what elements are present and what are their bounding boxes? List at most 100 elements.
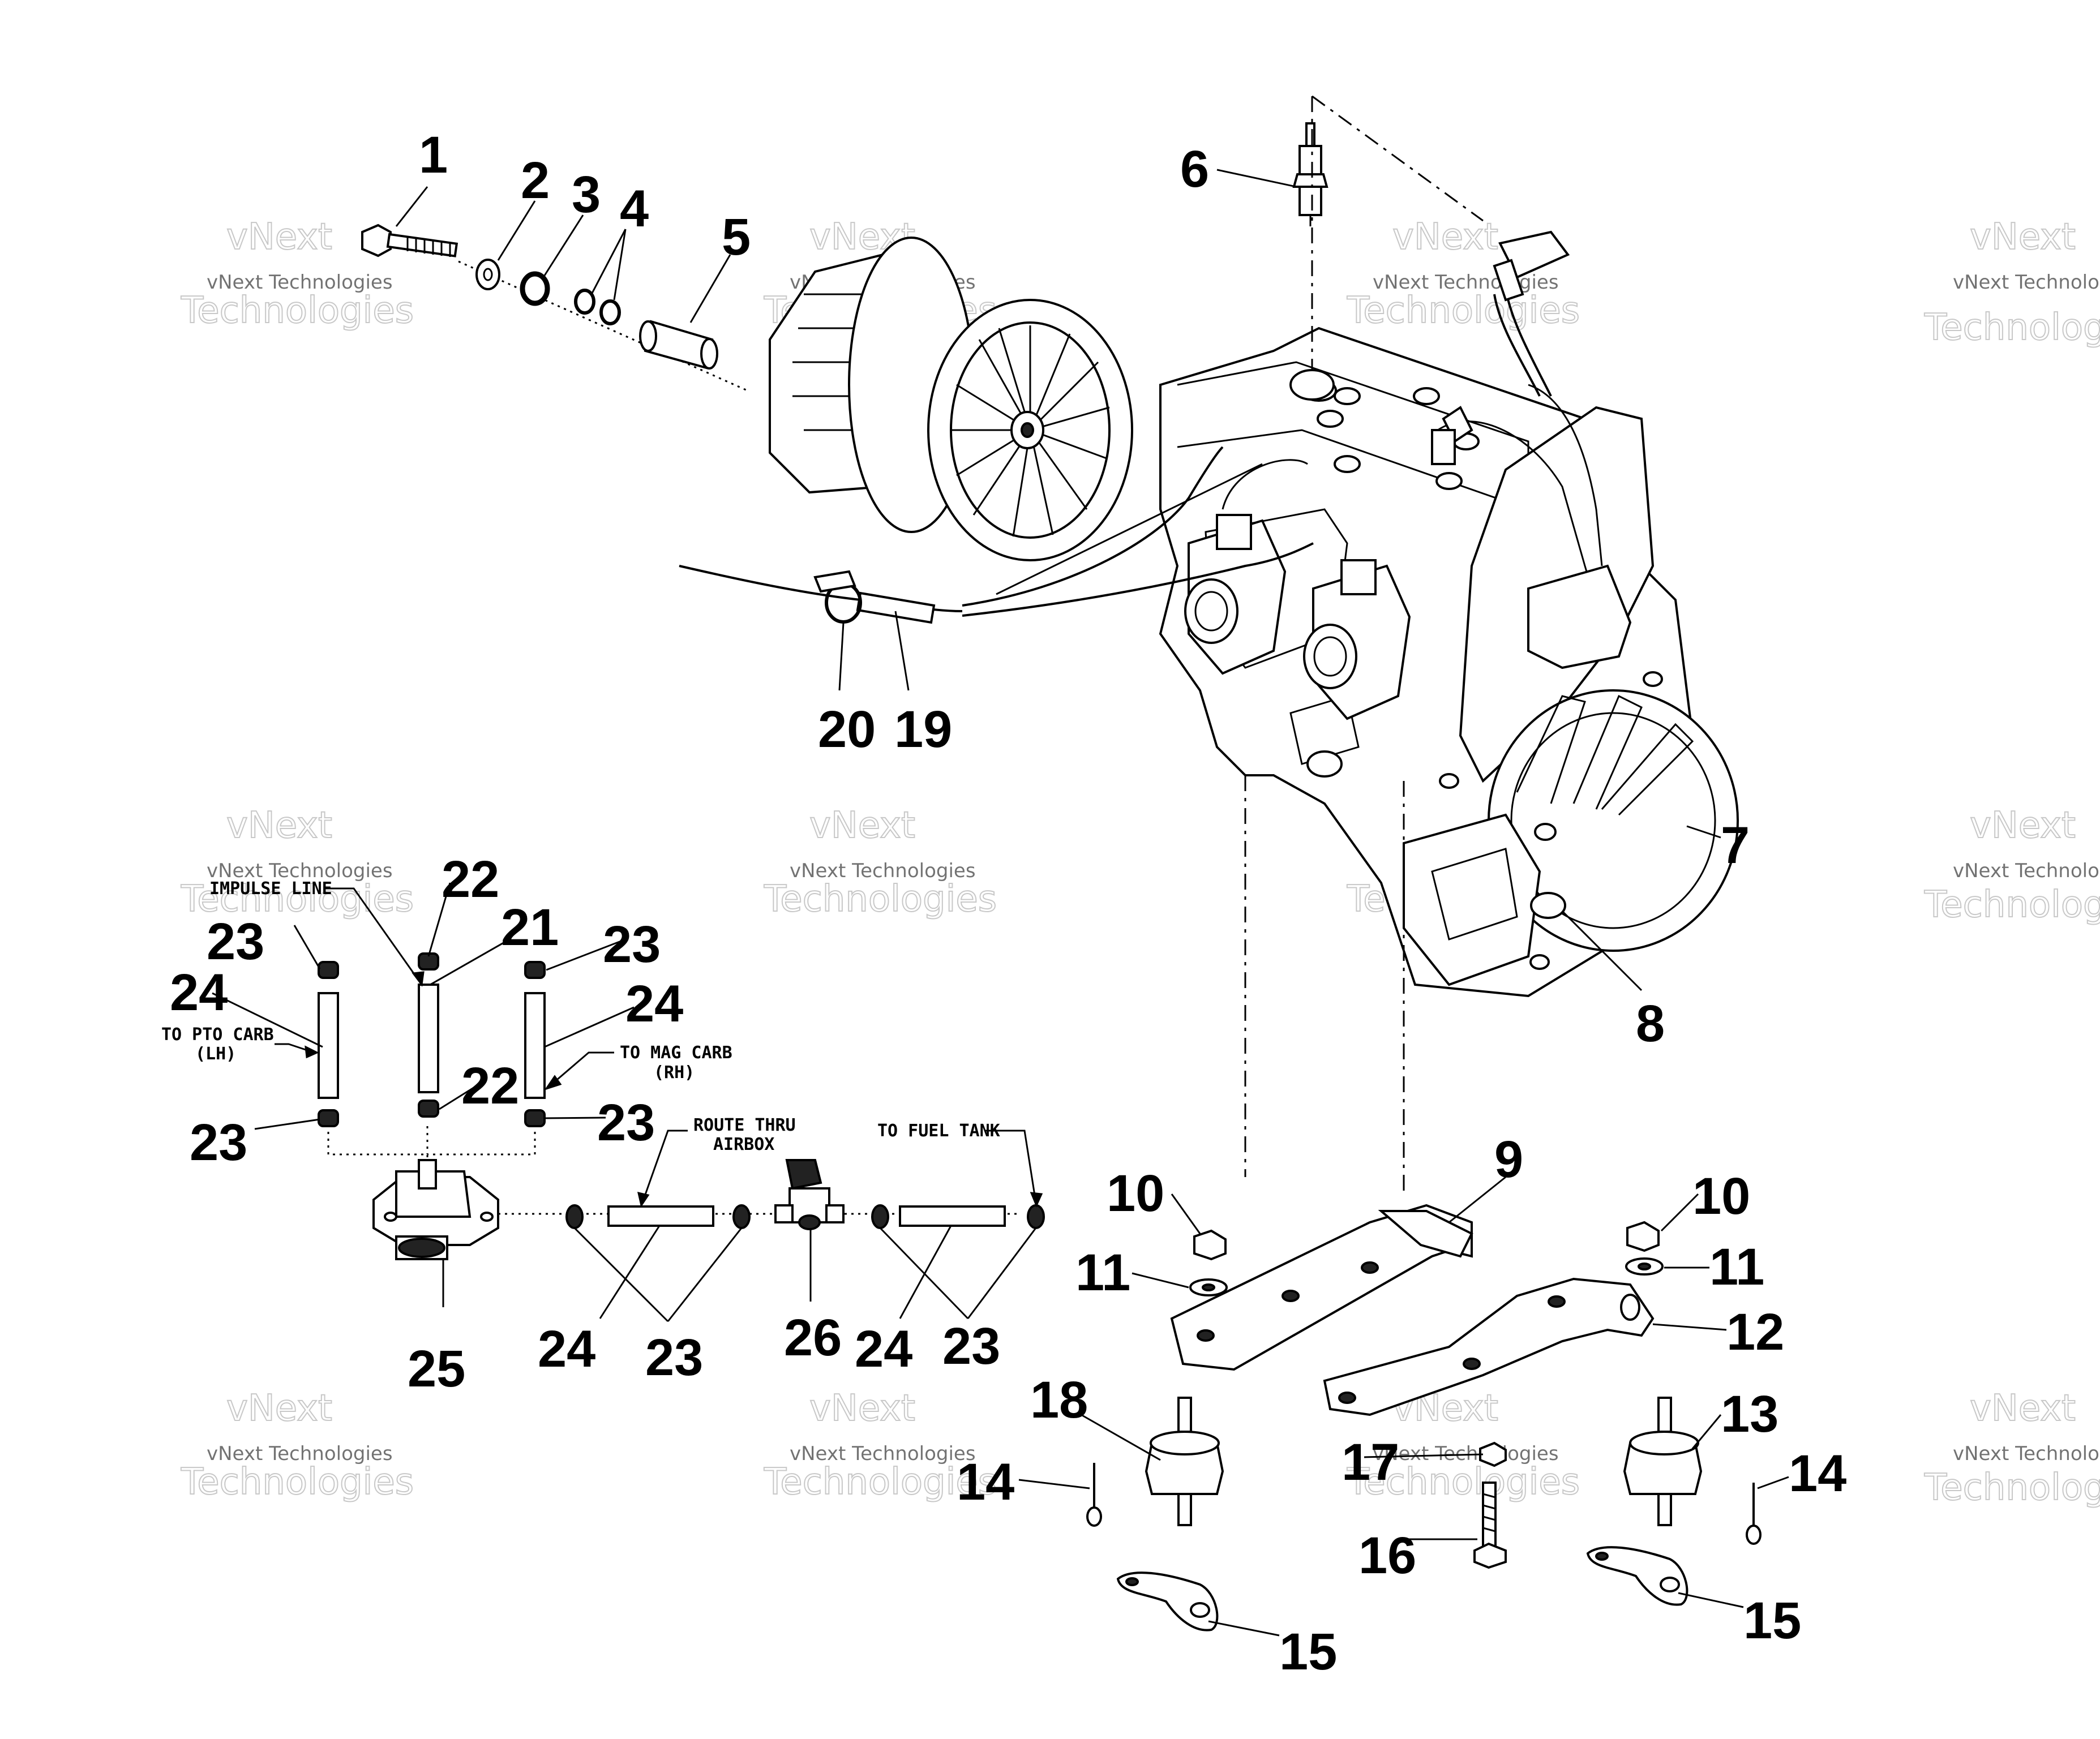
callout-17: 17 (1342, 1433, 1399, 1491)
part-23-clamp[interactable] (318, 961, 339, 979)
part-11-washer-left[interactable] (1189, 1278, 1228, 1296)
watermark-text: vNext (226, 1388, 332, 1429)
part-19-throttle-cable[interactable] (679, 446, 1314, 624)
watermark-text: vNext Technologies (1953, 860, 2100, 882)
assembly-axis-line (458, 260, 748, 392)
engine-assembly[interactable] (1159, 327, 1739, 998)
part-13-rubber-mount[interactable] (1623, 1397, 1703, 1526)
callout-15-left: 15 (1279, 1623, 1337, 1681)
carburetor-pto[interactable] (1184, 459, 1308, 675)
watermark-text: Technologies (181, 1461, 414, 1503)
watermark-text: vNext (1970, 1388, 2076, 1429)
watermark-text: vNext Technologies (207, 860, 393, 882)
part-23-clamp[interactable] (318, 1109, 339, 1127)
watermark-text: Technologies (1347, 1461, 1580, 1503)
part-23-clamp[interactable] (524, 961, 546, 979)
diagram-notes: IMPULSE LINE TO PTO CARB (LH) TO MAG CAR… (161, 879, 1000, 1154)
watermark-text: vNext (1392, 216, 1498, 258)
watermark-text: Technologies (1347, 290, 1580, 332)
callout-22-top: 22 (442, 851, 499, 908)
watermark-text: vNext (226, 805, 332, 847)
watermark-6: vNext Technologies vNext Technologies (763, 804, 997, 921)
note-to-fuel-tank: TO FUEL TANK (877, 1121, 1000, 1141)
watermark-text: Technologies (1924, 307, 2100, 349)
callout-23-top-left: 23 (207, 913, 264, 971)
part-17-nut[interactable] (1479, 1441, 1507, 1467)
part-10-nut-right[interactable] (1626, 1221, 1660, 1252)
callout-9: 9 (1494, 1131, 1523, 1188)
callout-1: 1 (419, 126, 448, 184)
part-14-rivet-right[interactable] (1746, 1483, 1762, 1545)
part-10-nut-left[interactable] (1193, 1229, 1227, 1261)
callout-10-left: 10 (1107, 1165, 1164, 1222)
callout-11-right: 11 (1709, 1238, 1764, 1296)
watermark-text: vNext Technologies (1953, 271, 2100, 294)
callout-numbers: 1 2 3 4 5 6 7 8 9 10 11 10 11 12 13 14 1… (170, 126, 1846, 1681)
carburetor-mag[interactable] (1303, 559, 1411, 720)
watermark-11: vNext Technologies vNext Technologies (1346, 1387, 1580, 1504)
watermark-text: vNext Technologies (207, 271, 393, 294)
drive-clutch[interactable] (769, 237, 1133, 561)
callout-18: 18 (1030, 1371, 1088, 1429)
part-24-hose-tank[interactable] (899, 1205, 1006, 1227)
leader-lines (212, 169, 1789, 1637)
spark-plug-cap[interactable] (1493, 230, 1570, 397)
callout-7: 7 (1721, 817, 1750, 874)
watermark-9: vNext Technologies vNext Technologies (180, 1387, 414, 1504)
callout-24-airbox: 24 (538, 1320, 595, 1378)
part-20-cable-clamp[interactable] (813, 570, 862, 624)
part-23-clamp[interactable] (732, 1204, 751, 1229)
part-15-bracket-right[interactable] (1586, 1546, 1688, 1606)
part-15-bracket-left[interactable] (1116, 1571, 1219, 1631)
callout-10-right: 10 (1692, 1167, 1750, 1225)
part-24-hose-mag[interactable] (524, 992, 546, 1099)
note-impulse-line: IMPULSE LINE (209, 879, 332, 899)
note-leaders (275, 887, 1043, 1208)
part-6-spark-plug[interactable] (1292, 122, 1328, 226)
callout-26: 26 (784, 1309, 842, 1367)
callout-21: 21 (501, 899, 559, 956)
watermark-text: vNext (809, 805, 915, 847)
callout-14-left: 14 (957, 1453, 1014, 1511)
part-23-clamp[interactable] (524, 1109, 546, 1127)
callout-22-bottom: 22 (461, 1057, 519, 1115)
part-24-hose-airbox[interactable] (607, 1205, 714, 1227)
part-18-rubber-mount[interactable] (1145, 1397, 1224, 1526)
part-4-o-rings[interactable] (574, 289, 621, 325)
callout-6: 6 (1180, 140, 1209, 198)
note-to-pto-carb: TO PTO CARB (161, 1025, 274, 1045)
part-2-washer[interactable] (475, 259, 500, 290)
watermark-text: Technologies (181, 290, 414, 332)
watermark-text: vNext (1970, 805, 2076, 847)
part-1-bolt[interactable] (361, 224, 458, 257)
callout-2: 2 (521, 152, 550, 209)
callout-12: 12 (1726, 1303, 1784, 1361)
watermark-text: Technologies (764, 878, 997, 920)
callout-4: 4 (620, 180, 649, 238)
watermark-text: vNext Technologies (790, 1442, 976, 1465)
part-5-spacer[interactable] (639, 320, 718, 370)
note-to-mag-carb-side: (RH) (654, 1063, 695, 1083)
part-26-fuel-valve[interactable] (774, 1159, 845, 1230)
callout-15-right: 15 (1743, 1592, 1801, 1650)
note-route-thru: ROUTE THRU (693, 1115, 796, 1135)
part-23-clamp[interactable] (1027, 1204, 1045, 1229)
watermark-text: vNext Technologies (1373, 1442, 1559, 1465)
part-22-clamp[interactable] (418, 1100, 439, 1118)
part-11-washer-right[interactable] (1625, 1257, 1664, 1276)
watermark-text: Technologies (1924, 884, 2100, 926)
part-16-bolt[interactable] (1473, 1482, 1507, 1569)
part-23-clamp[interactable] (565, 1204, 584, 1229)
watermark-3: vNext Technologies vNext Technologies (1346, 216, 1580, 332)
part-23-clamp[interactable] (871, 1204, 889, 1229)
watermark-text: vNext Technologies (207, 1442, 393, 1465)
part-25-fuel-pump[interactable] (372, 1159, 499, 1260)
callout-23-tank: 23 (942, 1317, 1000, 1375)
callout-24-left: 24 (170, 964, 228, 1021)
part-12-mount-bracket[interactable] (1323, 1277, 1655, 1416)
note-to-pto-carb-side: (LH) (195, 1044, 236, 1064)
part-14-rivet-left[interactable] (1086, 1463, 1102, 1527)
part-3-washer[interactable] (520, 271, 550, 306)
watermark-text: vNext Technologies (790, 860, 976, 882)
part-21-impulse-hose[interactable] (418, 984, 439, 1093)
